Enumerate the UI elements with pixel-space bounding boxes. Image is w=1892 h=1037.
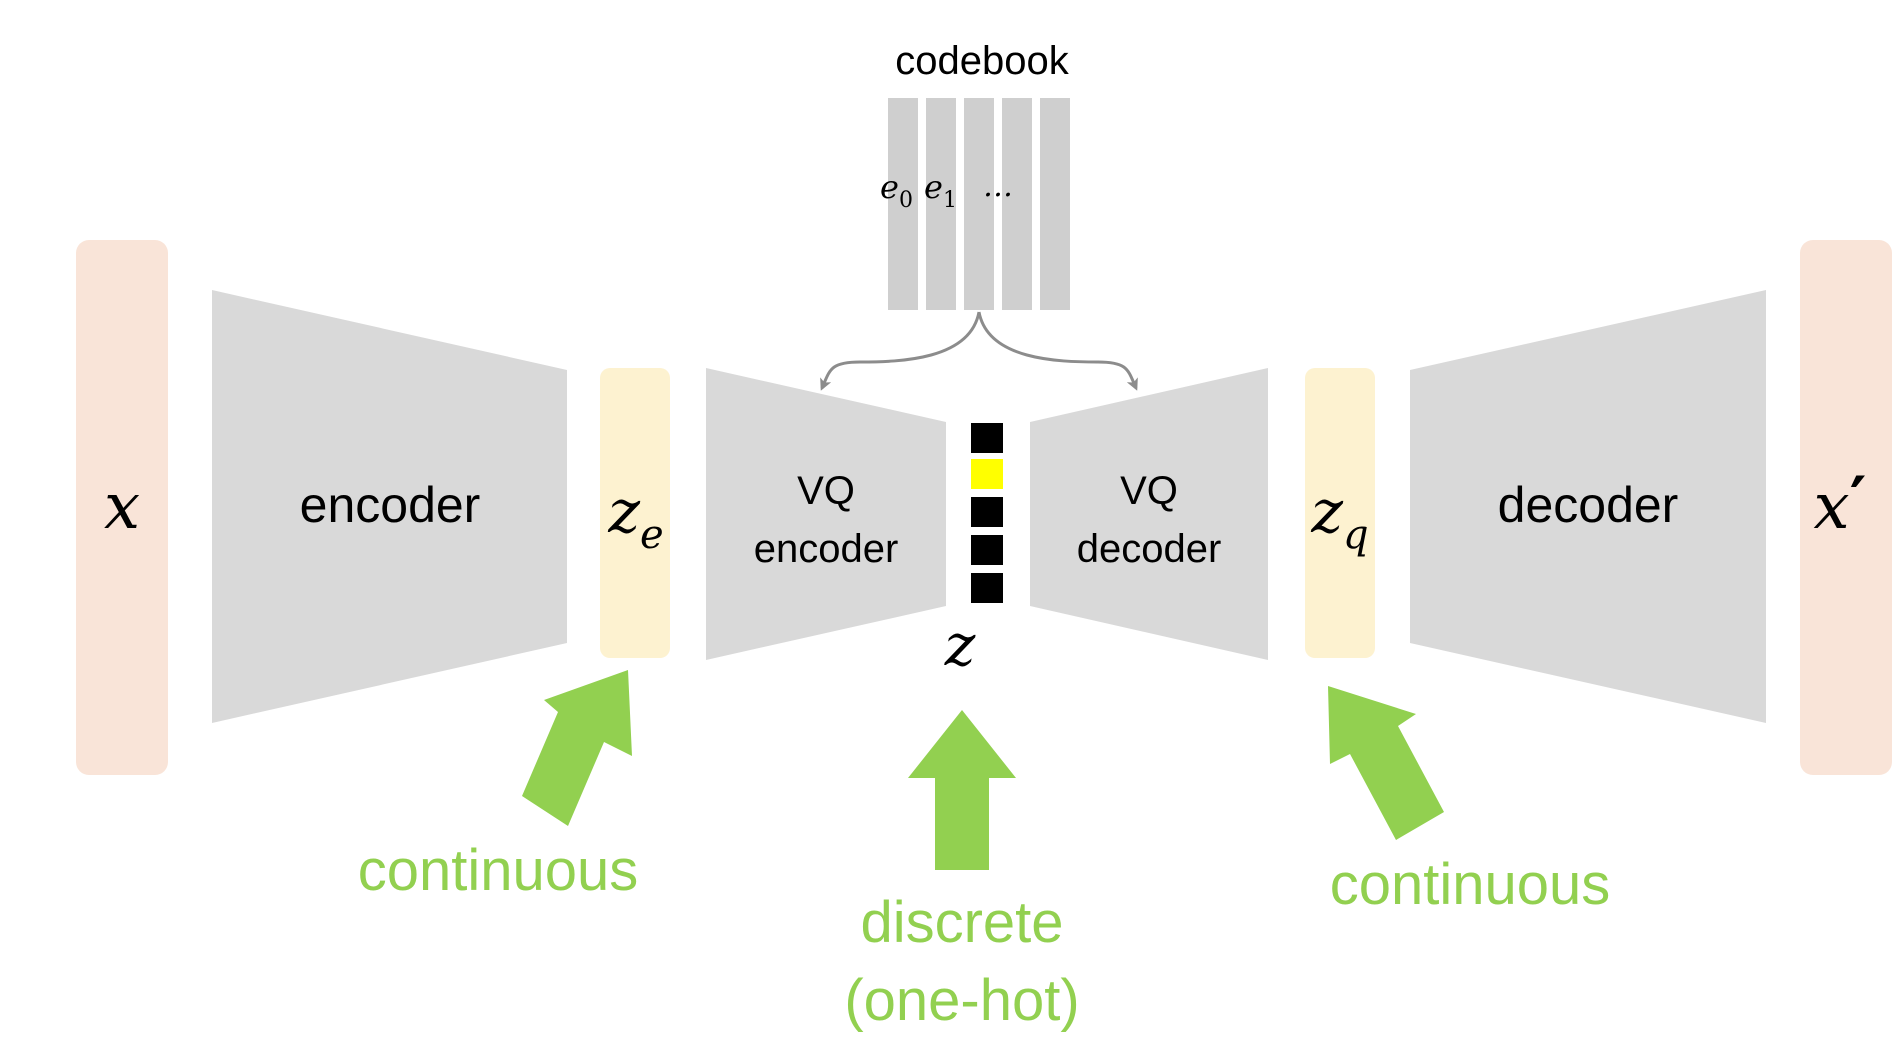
decoder-block: decoder: [1410, 290, 1766, 723]
codebook: codebook e0 e1 …: [880, 39, 1070, 310]
output-block: x′: [1800, 240, 1892, 775]
discrete-label: discrete: [860, 890, 1063, 955]
z-q-label: zq: [1310, 477, 1368, 558]
vq-decoder-block: VQ decoder: [1030, 368, 1268, 660]
codebook-entry-e0: e0: [880, 168, 913, 213]
codebook-column: [1040, 98, 1070, 310]
decoder-label: decoder: [1498, 477, 1679, 533]
codebook-column: [888, 98, 918, 310]
codebook-to-vq-encoder-connector: [820, 311, 981, 391]
encoder-block: encoder: [212, 290, 567, 723]
continuous-left-arrow: [522, 670, 632, 826]
codebook-column: [964, 98, 994, 310]
code-cell: [971, 573, 1003, 603]
z-e-label: ze: [607, 477, 663, 558]
z-e-block: ze: [600, 368, 670, 658]
codebook-entry-ellipsis: …: [983, 169, 1013, 204]
vq-decoder-label-line1: VQ: [1120, 469, 1178, 513]
output-x-prime-label: x′: [1814, 463, 1867, 544]
vq-encoder-label-line1: VQ: [797, 469, 855, 513]
codebook-to-vq-decoder-connector: [977, 311, 1138, 391]
continuous-right-arrow: [1328, 686, 1444, 840]
codebook-column: [926, 98, 956, 310]
discrete-center-arrow: [908, 710, 1016, 870]
one-hot-label: (one-hot): [844, 968, 1079, 1033]
input-block: x: [76, 240, 168, 775]
code-cell: [971, 535, 1003, 565]
vq-encoder-block: VQ encoder: [706, 368, 946, 660]
codebook-title: codebook: [895, 39, 1069, 83]
code-cell: [971, 423, 1003, 453]
z-code: z: [944, 423, 1003, 679]
code-cell: [971, 497, 1003, 527]
continuous-left-label: continuous: [358, 838, 639, 903]
codebook-entry-e1: e1: [924, 168, 957, 213]
continuous-right-label: continuous: [1330, 852, 1611, 917]
code-cell-active: [971, 459, 1003, 489]
z-q-block: zq: [1305, 368, 1375, 658]
input-x-label: x: [104, 470, 140, 544]
z-label: z: [944, 611, 976, 679]
codebook-column: [1002, 98, 1032, 310]
encoder-label: encoder: [300, 477, 481, 533]
vq-encoder-label-line2: encoder: [754, 527, 899, 571]
vq-decoder-label-line2: decoder: [1077, 527, 1222, 571]
